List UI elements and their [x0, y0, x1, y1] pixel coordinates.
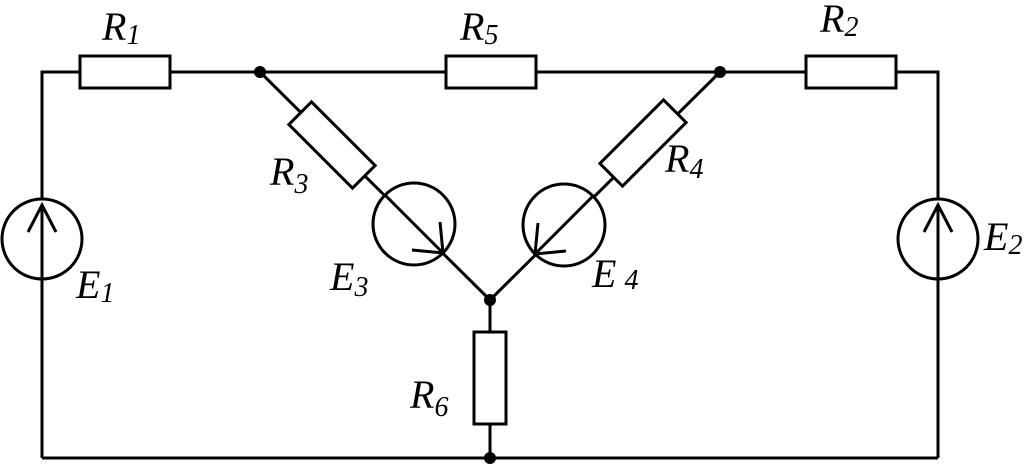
wire-branch-left [258, 70, 492, 302]
label-r3: R3 [269, 149, 308, 200]
label-r1: R1 [101, 4, 140, 51]
label-r2: R2 [819, 0, 858, 43]
node-top-right [714, 66, 726, 78]
node-center [484, 294, 496, 306]
source-e4 [521, 182, 607, 268]
resistor-r1 [78, 54, 172, 90]
source-e2 [896, 197, 980, 281]
node-bottom [484, 452, 496, 464]
wire-left-top [40, 70, 80, 198]
label-r5: R5 [459, 4, 498, 51]
resistor-r6 [472, 330, 508, 426]
node-top-left [254, 66, 266, 78]
label-e1: E1 [75, 262, 114, 309]
label-e2: E2 [983, 214, 1022, 261]
label-r6: R6 [409, 372, 448, 423]
label-e3: E3 [329, 254, 368, 303]
source-e3 [371, 181, 457, 267]
label-r4: R4 [664, 136, 703, 185]
resistor-r4 [597, 97, 689, 189]
resistor-r3 [286, 99, 378, 191]
resistor-r5 [444, 54, 538, 90]
wire-branch-right [488, 70, 722, 302]
source-e1 [0, 197, 84, 281]
resistor-r2 [804, 54, 898, 90]
wire-right-top [896, 70, 940, 198]
